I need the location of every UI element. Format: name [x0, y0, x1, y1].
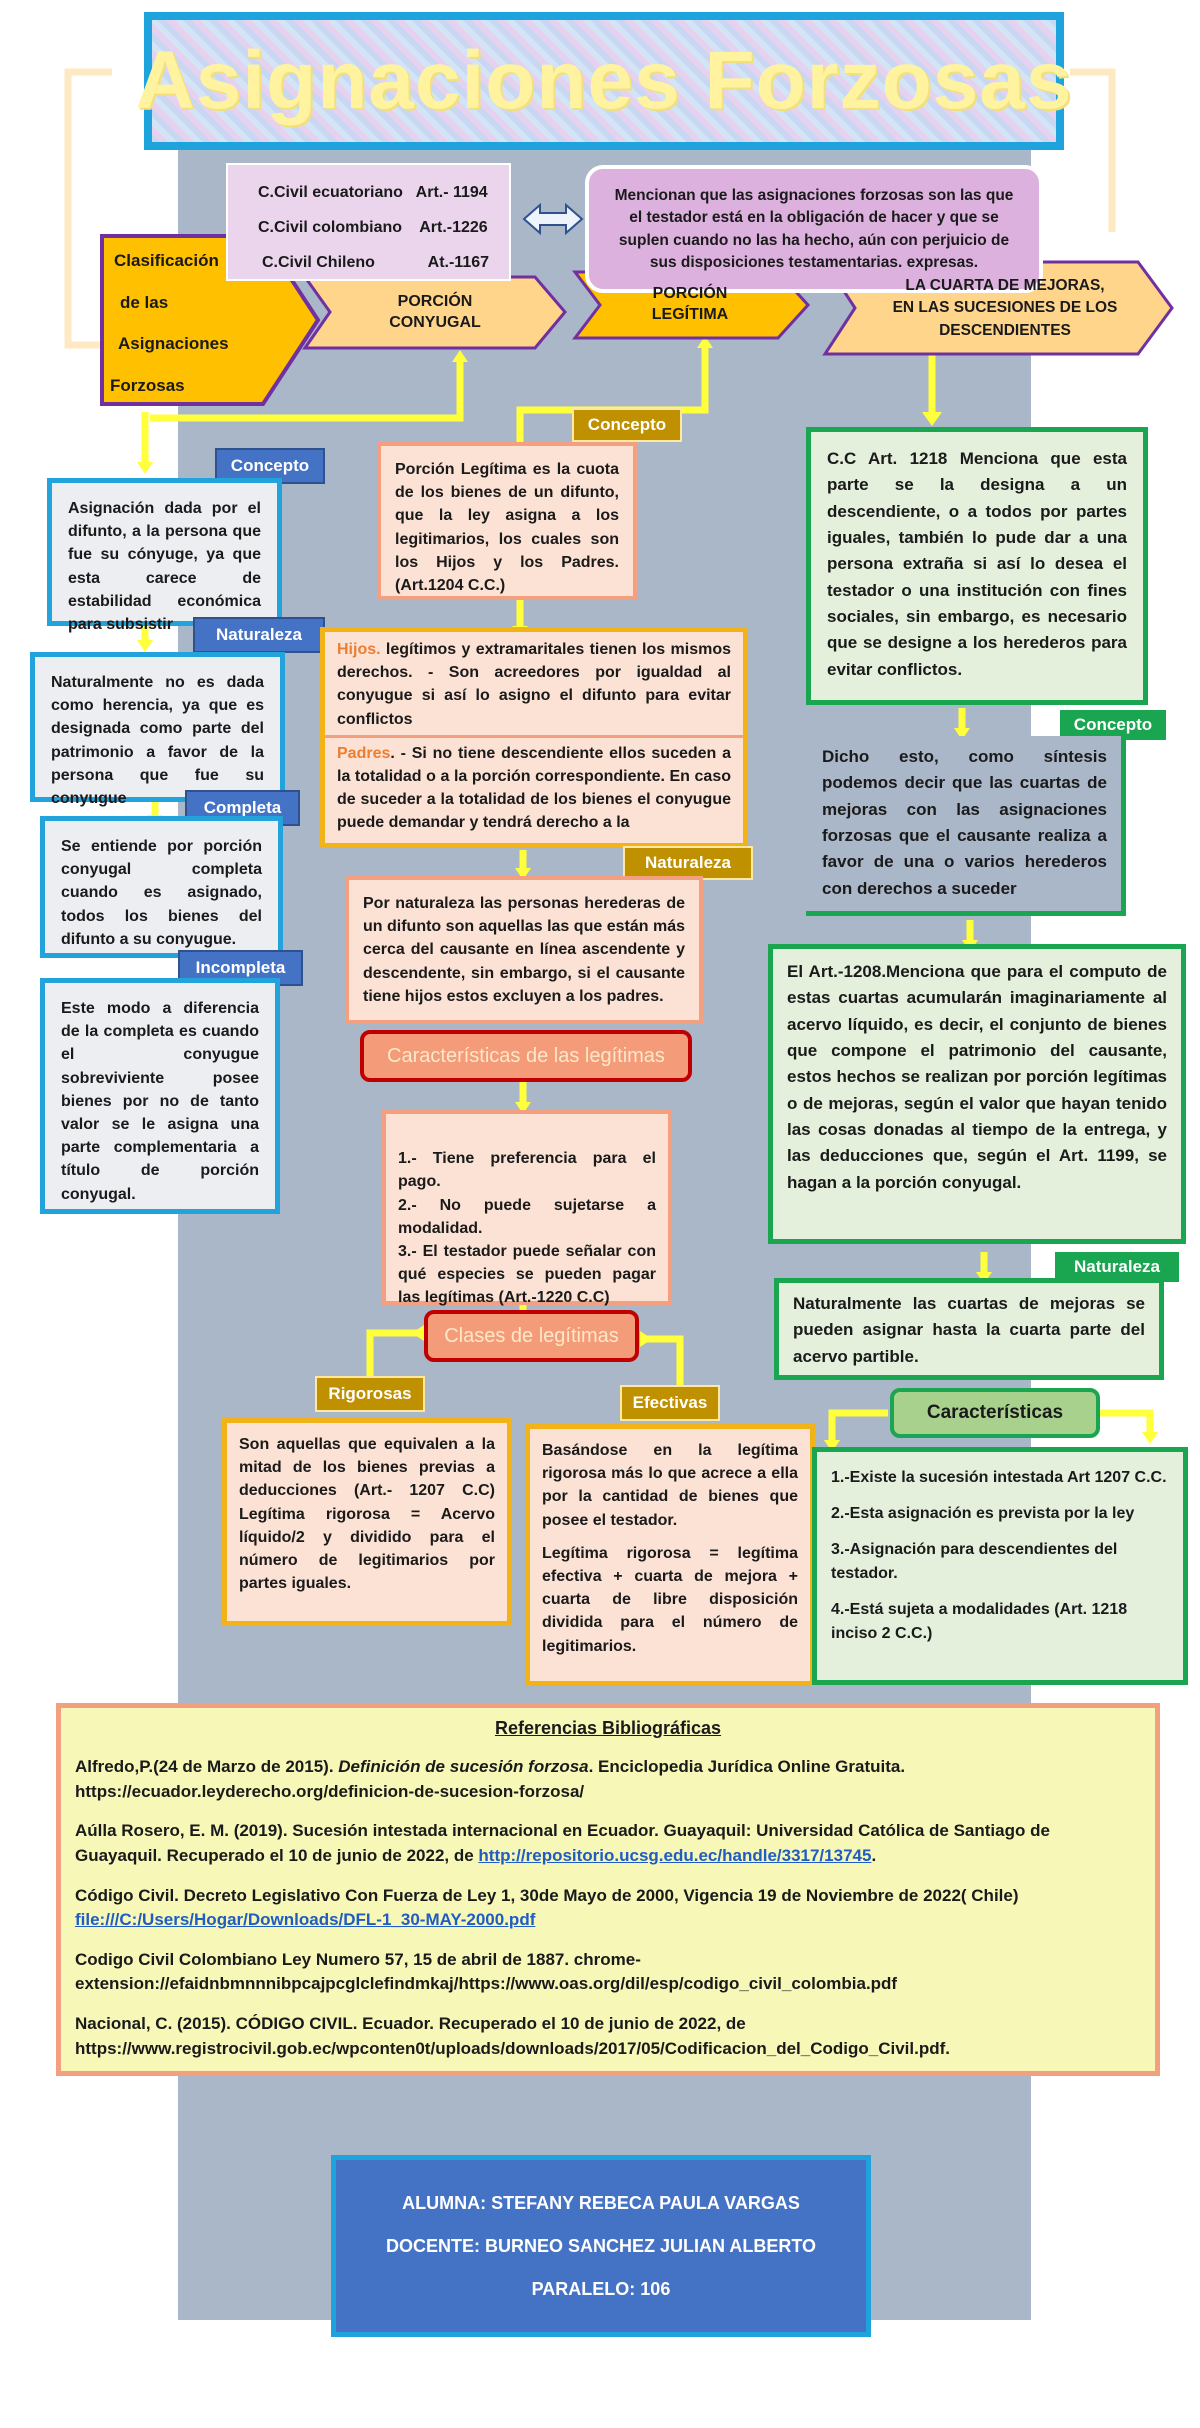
code-colombia: C.Civil colombiano Art.-1226 — [258, 219, 488, 237]
tag-rigorosas: Rigorosas — [315, 1376, 425, 1412]
decor-bracket-left — [64, 68, 112, 349]
tag-efectivas: Efectivas — [620, 1385, 720, 1421]
padres-section: Padres. - Si no tiene descendiente ellos… — [337, 744, 731, 832]
tag-naturaleza-conyugal: Naturaleza — [193, 617, 325, 653]
reference-2: Aúlla Rosero, E. M. (2019). Sucesión int… — [75, 1821, 1050, 1865]
student-name: ALUMNA: STEFANY REBECA PAULA VARGAS — [402, 2192, 800, 2213]
cuarta-mejoras-label: LA CUARTA DE MEJORAS, EN LAS SUCESIONES … — [892, 277, 1118, 339]
caracteristicas-legitimas-pill: Características de las legítimas — [360, 1030, 692, 1082]
legitima-naturaleza-box: Por naturaleza las personas herederas de… — [345, 876, 703, 1024]
page-title: Asignaciones Forzosas — [135, 35, 1073, 126]
legitima-hijos-padres-box: Hijos. legítimos y extramaritales tienen… — [320, 627, 748, 848]
definition-box: Mencionan que las asignaciones forzosas … — [585, 165, 1043, 293]
caracteristicas-mejoras-box: 1.-Existe la sucesión intestada Art 1207… — [812, 1447, 1188, 1685]
double-arrow-icon — [522, 202, 584, 236]
caracteristicas-mejoras-pill: Características — [890, 1388, 1100, 1438]
hijos-label: Hijos. — [337, 641, 381, 658]
mejoras-art1208-box: El Art.-1208.Menciona que para el comput… — [768, 944, 1186, 1244]
connector-clasif-conyugal — [150, 362, 464, 422]
conyugal-incompleta-box: Este modo a diferencia de la completa es… — [40, 978, 280, 1214]
clases-legitimas-pill: Clases de legítimas — [424, 1310, 639, 1362]
teacher-name: DOCENTE: BURNEO SANCHEZ JULIAN ALBERTO — [385, 2235, 816, 2256]
porcion-conyugal-label: PORCIÓN CONYUGAL — [389, 293, 481, 331]
civil-codes-box: C.Civil ecuatoriano Art.- 1194 C.Civil c… — [226, 163, 511, 281]
tag-naturaleza-legitima: Naturaleza — [623, 846, 753, 880]
clasificacion-label: Clasificación de las Asignaciones Forzos… — [110, 251, 229, 395]
title-banner: Asignaciones Forzosas — [136, 12, 1071, 150]
legitima-concepto-box: Porción Legítima es la cuota de los bien… — [377, 442, 637, 600]
conyugal-completa-box: Se entiende por porción conyugal complet… — [40, 816, 283, 958]
decor-bracket-right — [1070, 68, 1116, 232]
reference-3: Código Civil. Decreto Legislativo Con Fu… — [75, 1885, 1019, 1930]
code-ecuador: C.Civil ecuatoriano Art.- 1194 — [258, 184, 488, 201]
code-chile: C.Civil Chileno At.-1167 — [262, 254, 490, 272]
reference-3-link[interactable]: file:///C:/Users/Hogar/Downloads/DFL-1_3… — [75, 1910, 536, 1930]
reference-2-link[interactable]: http://repositorio.ucsg.edu.ec/handle/33… — [478, 1845, 872, 1865]
reference-1: Alfredo,P.(24 de Marzo de 2015). Definic… — [75, 1757, 906, 1801]
mejoras-concepto-box: Dicho esto, como síntesis podemos decir … — [806, 736, 1126, 916]
references-title: Referencias Bibliográficas — [494, 1718, 722, 1738]
class-section: PARALELO: 106 — [531, 2278, 671, 2299]
conyugal-concepto-box: Asignación dada por el difunto, a la per… — [47, 478, 282, 633]
caracteristicas-legitimas-box: 1.- Tiene preferencia para el pago. 2.- … — [382, 1110, 672, 1306]
hijos-section: Hijos. legítimos y extramaritales tienen… — [325, 632, 743, 738]
porcion-conyugal-shape — [302, 275, 567, 350]
efectivas-box: Basándose en la legítima rigorosa más lo… — [525, 1424, 815, 1686]
definition-text: Mencionan que las asignaciones forzosas … — [614, 187, 1014, 272]
credits-box: ALUMNA: STEFANY REBECA PAULA VARGAS DOCE… — [331, 2155, 871, 2337]
padres-label: Padres — [337, 744, 391, 762]
mejoras-naturaleza-box: Naturalmente las cuartas de mejoras se p… — [774, 1278, 1164, 1380]
rigorosas-box: Son aquellas que equivalen a la mitad de… — [222, 1418, 512, 1626]
reference-5: Nacional, C. (2015). CÓDIGO CIVIL. Ecuad… — [75, 2014, 951, 2058]
references-box: Referencias Bibliográficas Alfredo,P.(24… — [56, 1703, 1160, 2076]
tag-concepto-legitima: Concepto — [572, 408, 682, 442]
porcion-legitima-label: PORCIÓN LEGÍTIMA — [651, 285, 729, 323]
reference-4: Codigo Civil Colombiano Ley Numero 57, 1… — [75, 1949, 898, 1994]
mejoras-art1218-box: C.C Art. 1218 Menciona que esta parte se… — [806, 427, 1148, 705]
conyugal-naturaleza-box: Naturalmente no es dada como herencia, y… — [30, 652, 285, 807]
